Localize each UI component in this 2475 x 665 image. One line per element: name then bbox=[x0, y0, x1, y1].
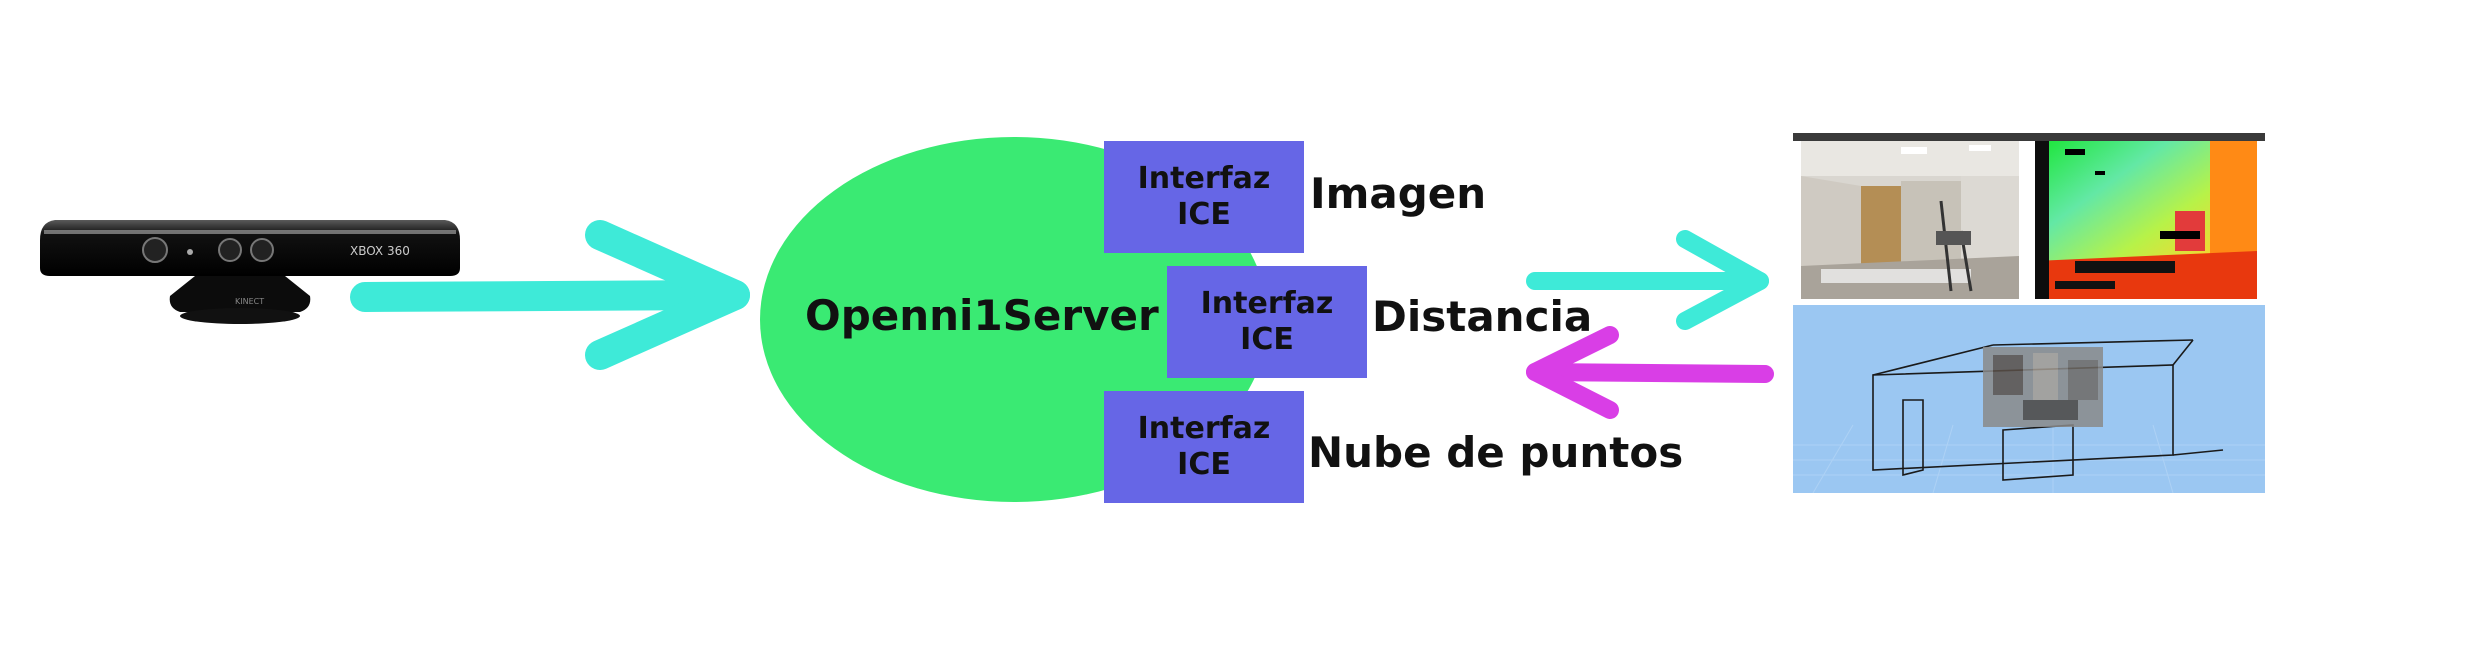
viewer-menubar bbox=[1793, 133, 2265, 141]
return-arrow bbox=[1526, 326, 1774, 419]
output-label-image: Imagen bbox=[1310, 169, 1487, 218]
output-arrow bbox=[1526, 230, 1769, 330]
kinect-sub-text: KINECT bbox=[235, 297, 264, 306]
server-name-label: Openni1Server bbox=[805, 291, 1159, 340]
ice-interface-box-pointcloud: Interfaz ICE bbox=[1104, 391, 1304, 503]
xbox-brand-text: XBOX 360 bbox=[350, 244, 410, 258]
viewer-window bbox=[1793, 133, 2265, 493]
point-cloud-view bbox=[1793, 305, 2265, 493]
ice-line2: ICE bbox=[1240, 322, 1294, 357]
input-arrow bbox=[350, 220, 750, 370]
ice-line2: ICE bbox=[1177, 197, 1231, 232]
ice-line1: Interfaz bbox=[1200, 286, 1334, 321]
depth-image-view bbox=[2035, 141, 2257, 299]
ice-interface-box-image: Interfaz ICE bbox=[1104, 141, 1304, 253]
ice-line1: Interfaz bbox=[1137, 161, 1271, 196]
ice-interface-box-distance: Interfaz ICE bbox=[1167, 266, 1367, 378]
output-label-pointcloud: Nube de puntos bbox=[1308, 428, 1684, 477]
rgb-image-view bbox=[1801, 141, 2019, 299]
kinect-sensor-image: XBOX 360 KINECT bbox=[40, 220, 460, 324]
ice-line2: ICE bbox=[1177, 447, 1231, 482]
output-label-distance: Distancia bbox=[1372, 292, 1593, 341]
ice-line1: Interfaz bbox=[1137, 411, 1271, 446]
